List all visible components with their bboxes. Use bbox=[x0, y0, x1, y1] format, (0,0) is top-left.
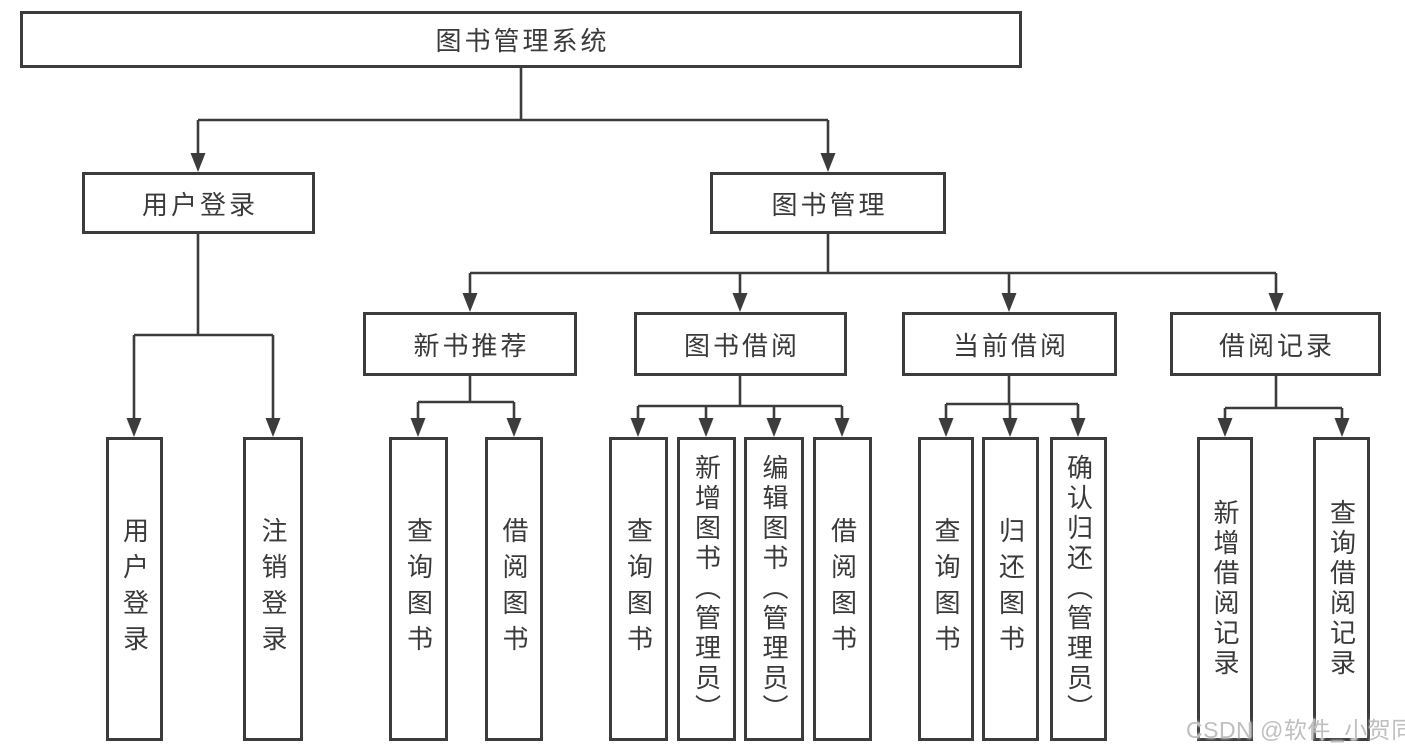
leaf-add-book-admin-label: 新增图书（管理员） bbox=[691, 454, 722, 724]
node-user-login: 用户登录 bbox=[82, 172, 315, 234]
leaf-user-login-label: 用户登录 bbox=[119, 517, 150, 661]
leaf-logout-label: 注销登录 bbox=[258, 517, 288, 661]
leaf-add-book-admin: 新增图书（管理员） bbox=[677, 437, 736, 741]
node-new-book-recommend-label: 新书推荐 bbox=[413, 330, 530, 361]
leaf-confirm-return-admin-label: 确认归还（管理员） bbox=[1063, 454, 1094, 724]
node-library-system: 图书管理系统 bbox=[20, 11, 1022, 68]
leaf-return-books: 归还图书 bbox=[982, 437, 1039, 741]
node-book-management-label: 图书管理 bbox=[771, 189, 888, 220]
leaf-borrow-books: 借阅图书 bbox=[813, 437, 872, 741]
node-book-management: 图书管理 bbox=[710, 172, 946, 234]
leaf-recommend-borrow-books: 借阅图书 bbox=[485, 437, 543, 741]
leaf-user-login: 用户登录 bbox=[106, 437, 163, 741]
node-current-borrow-label: 当前借阅 bbox=[952, 330, 1069, 361]
leaf-logout: 注销登录 bbox=[243, 437, 303, 741]
leaf-add-borrow-record-label: 新增借阅记录 bbox=[1210, 499, 1240, 679]
leaf-edit-book-admin: 编辑图书（管理员） bbox=[744, 437, 804, 741]
leaf-add-borrow-record: 新增借阅记录 bbox=[1197, 437, 1253, 741]
leaf-return-books-label: 归还图书 bbox=[995, 517, 1026, 661]
watermark: CSDN @软件_小贺同学 bbox=[1186, 717, 1405, 743]
arrowheads bbox=[126, 153, 1350, 437]
node-current-borrow: 当前借阅 bbox=[902, 312, 1117, 376]
leaf-borrow-query-books-label: 查询图书 bbox=[623, 517, 654, 661]
leaf-query-borrow-record-label: 查询借阅记录 bbox=[1326, 499, 1357, 679]
node-book-borrow: 图书借阅 bbox=[634, 312, 847, 376]
leaf-borrow-books-label: 借阅图书 bbox=[827, 517, 858, 661]
node-borrow-records-label: 借阅记录 bbox=[1218, 330, 1335, 361]
node-user-login-label: 用户登录 bbox=[141, 189, 258, 220]
leaf-query-borrow-record: 查询借阅记录 bbox=[1313, 437, 1370, 741]
leaf-confirm-return-admin: 确认归还（管理员） bbox=[1050, 437, 1107, 741]
leaf-recommend-query-books-label: 查询图书 bbox=[403, 517, 434, 661]
leaf-current-query-books-label: 查询图书 bbox=[931, 517, 961, 661]
leaf-borrow-query-books: 查询图书 bbox=[609, 437, 668, 741]
node-library-system-label: 图书管理系统 bbox=[435, 26, 610, 56]
leaf-recommend-borrow-books-label: 借阅图书 bbox=[499, 517, 529, 661]
node-book-borrow-label: 图书借阅 bbox=[683, 330, 800, 361]
leaf-current-query-books: 查询图书 bbox=[918, 437, 974, 741]
leaf-edit-book-admin-label: 编辑图书（管理员） bbox=[759, 454, 789, 724]
node-new-book-recommend: 新书推荐 bbox=[363, 312, 577, 376]
node-borrow-records: 借阅记录 bbox=[1170, 312, 1381, 376]
leaf-recommend-query-books: 查询图书 bbox=[389, 437, 448, 741]
